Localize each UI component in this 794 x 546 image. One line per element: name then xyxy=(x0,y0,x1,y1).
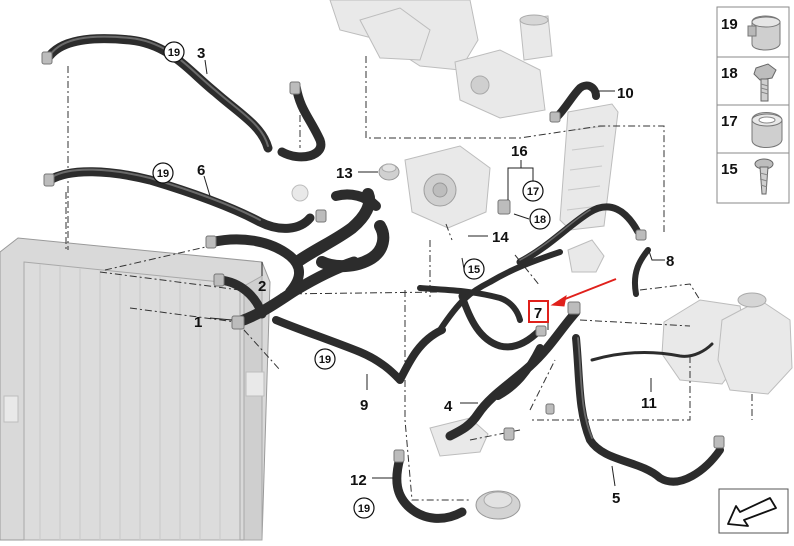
callout-3: 3 xyxy=(197,45,205,62)
svg-text:17: 17 xyxy=(527,186,539,198)
svg-text:19: 19 xyxy=(157,168,169,180)
legend-item-18: 18 xyxy=(721,63,777,102)
hose-14-15 xyxy=(437,203,642,333)
circled-callout-19: 19 xyxy=(152,162,174,184)
hose-main-branch xyxy=(294,188,390,273)
callout-6: 6 xyxy=(197,162,205,179)
callout-13: 13 xyxy=(336,165,353,182)
radiator xyxy=(0,237,271,541)
expansion-tank-11 xyxy=(661,292,793,395)
clamp-icon xyxy=(747,15,781,51)
callout-12: 12 xyxy=(350,472,367,489)
svg-text:15: 15 xyxy=(468,264,480,276)
callout-1: 1 xyxy=(194,314,202,331)
callout-5: 5 xyxy=(612,490,620,507)
callout-8: 8 xyxy=(666,253,674,270)
legend-item-17: 17 xyxy=(721,112,783,148)
circled-callout-19: 19 xyxy=(163,41,185,63)
callout-10: 10 xyxy=(617,85,634,102)
callout-9: 9 xyxy=(360,397,368,414)
svg-text:19: 19 xyxy=(319,354,331,366)
hose-5 xyxy=(572,334,724,486)
callout-4: 4 xyxy=(444,398,453,415)
svg-text:19: 19 xyxy=(721,16,738,33)
circled-callout-19: 19 xyxy=(314,348,336,370)
svg-text:18: 18 xyxy=(721,65,738,82)
screw-icon xyxy=(754,158,774,195)
callout-14: 14 xyxy=(492,229,509,246)
red-pointer-arrow xyxy=(550,278,617,307)
circled-callout-15: 15 xyxy=(463,258,485,280)
legend-item-15: 15 xyxy=(721,158,774,195)
hose-clamps xyxy=(41,51,725,463)
circled-callout-17: 17 xyxy=(522,180,544,202)
valve-small-ghost xyxy=(291,184,605,273)
hose-3-upper xyxy=(277,81,326,162)
legend-item-19: 19 xyxy=(721,15,781,51)
assembly-lines xyxy=(65,56,753,501)
hose-9 xyxy=(272,316,446,384)
hose-6 xyxy=(45,167,315,233)
highlighted-callout-7: 7 xyxy=(528,300,549,323)
svg-text:18: 18 xyxy=(534,214,546,226)
hose-4 xyxy=(445,307,581,441)
water-pump-thermostat xyxy=(404,145,491,229)
bolt-icon xyxy=(753,63,777,102)
auxiliary-cooler-8 xyxy=(559,103,619,231)
leader-lines xyxy=(203,59,665,487)
hose-3 xyxy=(43,34,273,153)
hose-7 xyxy=(417,285,544,351)
svg-text:7: 7 xyxy=(534,305,542,322)
hose-10 xyxy=(552,81,600,122)
callout-2: 2 xyxy=(258,278,266,295)
svg-text:17: 17 xyxy=(721,113,738,130)
svg-text:15: 15 xyxy=(721,161,738,178)
coolant-cap-13 xyxy=(378,163,400,181)
svg-text:19: 19 xyxy=(168,47,180,59)
hose-2 xyxy=(207,234,304,297)
circled-callout-19: 19 xyxy=(353,497,375,519)
electric-water-pump xyxy=(429,417,521,520)
callout-11: 11 xyxy=(641,395,657,412)
engine-block-ghost xyxy=(329,0,553,119)
view-direction-arrow-icon xyxy=(718,488,789,534)
callout-16: 16 xyxy=(511,143,528,160)
hose-11 xyxy=(590,342,714,362)
clamp-ring-icon xyxy=(751,112,783,148)
circled-callouts: 19 19 19 19 17 18 15 xyxy=(152,41,551,519)
parts-legend: 19 18 17 15 xyxy=(716,6,790,204)
hose-12 xyxy=(392,453,467,523)
circled-callout-18: 18 xyxy=(529,208,551,230)
svg-text:19: 19 xyxy=(358,503,370,515)
hose-8 xyxy=(632,247,651,297)
callout-labels: 1 2 3 4 5 6 8 9 10 11 12 13 14 16 xyxy=(194,45,674,507)
